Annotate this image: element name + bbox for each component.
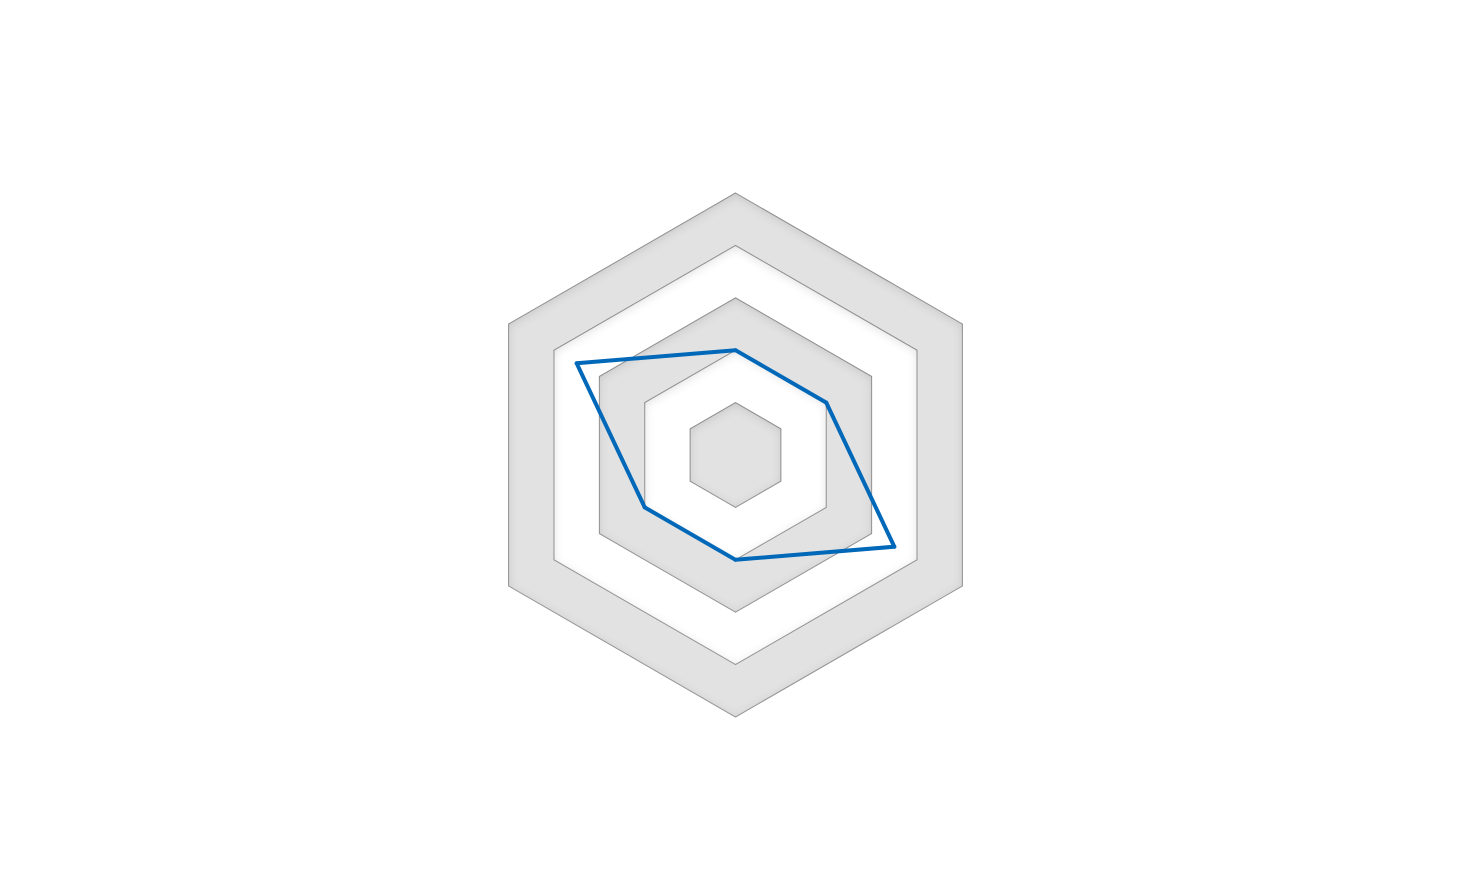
radar-point-0-5 — [574, 361, 579, 366]
radar-point-0-3 — [733, 557, 738, 562]
radar-series-layer — [574, 348, 897, 562]
radar-grid — [508, 192, 963, 718]
radar-point-0-0 — [733, 348, 738, 353]
radar-point-0-2 — [892, 544, 897, 549]
radar-point-0-4 — [642, 505, 647, 510]
radar-point-0-1 — [824, 400, 829, 405]
radar-ring-1 — [689, 402, 782, 508]
